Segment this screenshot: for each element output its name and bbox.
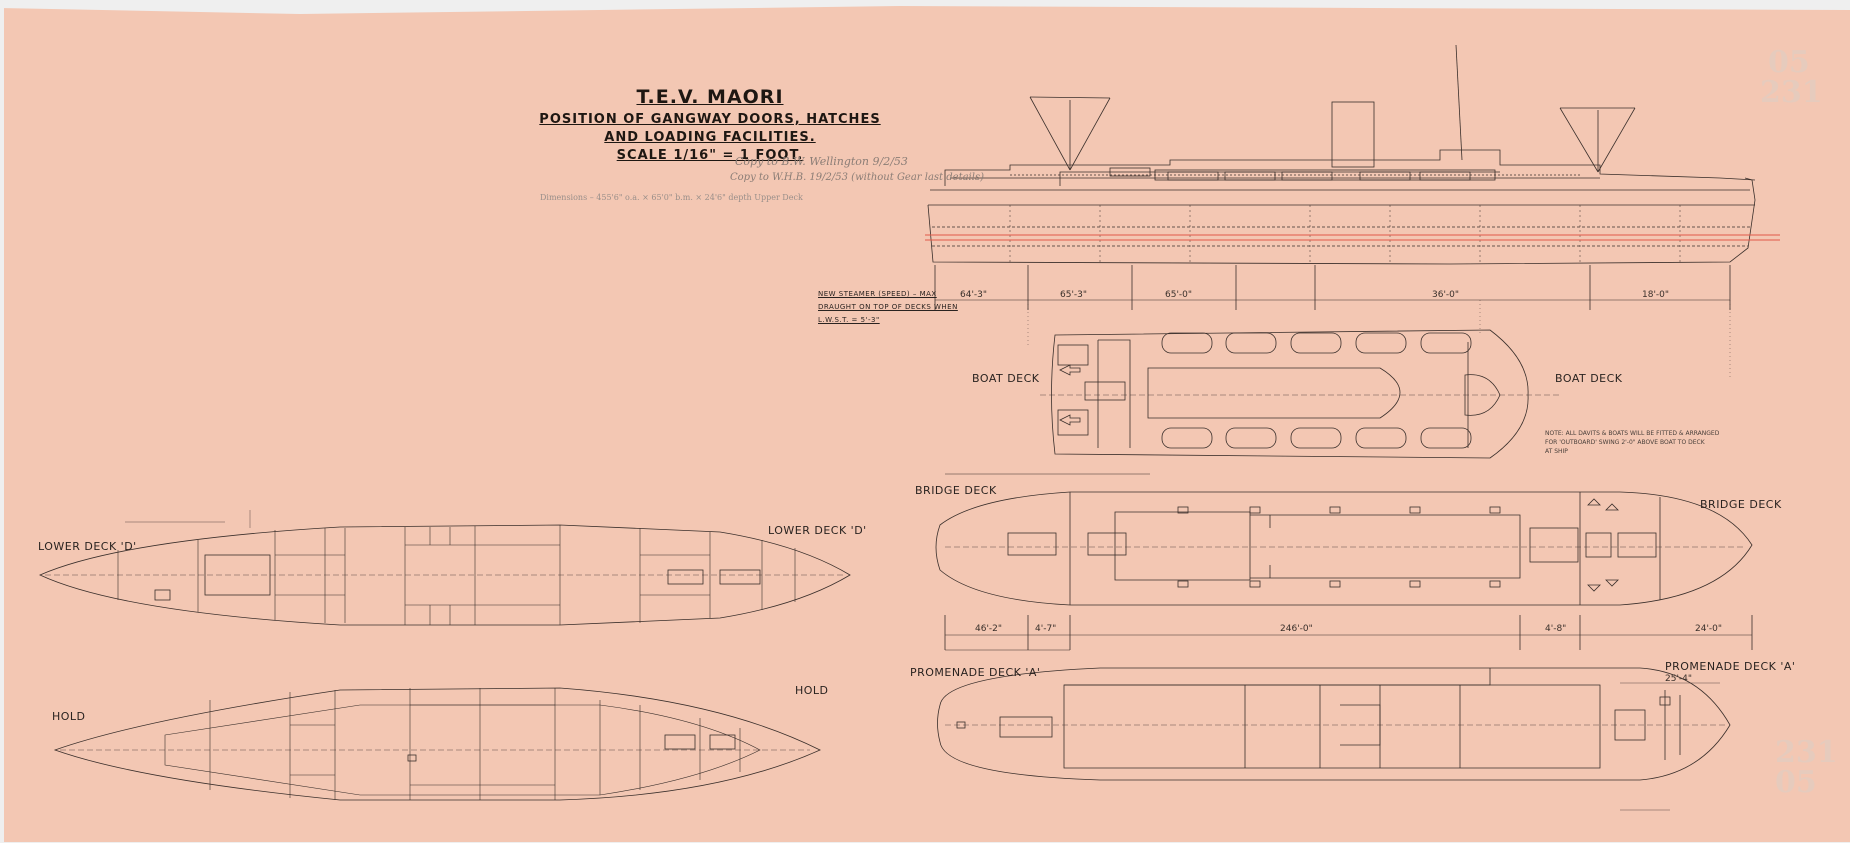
lifeboats-port — [1161, 332, 1472, 354]
drawing-scale: SCALE 1/16" = 1 FOOT. — [616, 148, 804, 163]
promenade-deck-plan — [937, 667, 1731, 811]
promenade-dim: 25'-4" — [1665, 674, 1693, 684]
pencil-note-2: Copy to W.H.B. 19/2/53 (without Gear las… — [730, 172, 984, 183]
bridge-dim-2: 4'-7" — [1035, 624, 1057, 634]
label-bridge-deck-left: BRIDGE DECK — [915, 484, 997, 497]
bridge-arrows — [1587, 498, 1619, 592]
waterline-red — [925, 234, 1780, 241]
drawing-subtitle-2: AND LOADING FACILITIES. — [604, 130, 816, 145]
label-promenade-left: PROMENADE DECK 'A' — [910, 666, 1041, 679]
lower-deck-d-plan — [39, 510, 851, 626]
bridge-deck-plan — [935, 473, 1753, 651]
bridge-dim-1: 46'-2" — [975, 624, 1003, 634]
label-boat-deck-right: BOAT DECK — [1555, 372, 1623, 385]
boat-deck-note-1: NOTE: ALL DAVITS & BOATS WILL BE FITTED … — [1545, 430, 1720, 437]
dimensions-note: Dimensions – 455'6" o.a. × 65'0" b.m. × … — [540, 193, 803, 202]
stamp-top-right-1: 05 — [1768, 45, 1810, 80]
main-mast — [1455, 44, 1463, 161]
hatch-arrows-boat — [1059, 364, 1081, 426]
bridge-dim-4: 4'-8" — [1545, 624, 1567, 634]
label-promenade-right: PROMENADE DECK 'A' — [1665, 660, 1796, 673]
paper-background — [4, 6, 1850, 842]
label-lower-deck-right: LOWER DECK 'D' — [768, 524, 867, 537]
label-boat-deck-left: BOAT DECK — [972, 372, 1040, 385]
bridge-dim-3: 246'-0" — [1280, 624, 1313, 634]
boat-deck-note-3: AT SHIP — [1545, 448, 1568, 455]
paper-top-edge — [0, 0, 1850, 14]
new-steamer-note-2: DRAUGHT ON TOP OF DECKS WHEN — [818, 303, 958, 311]
profile-dim-3: 65'-0" — [1165, 290, 1193, 300]
label-lower-deck-left: LOWER DECK 'D' — [38, 540, 137, 553]
stamp-bottom-right-2: 05 — [1775, 765, 1817, 800]
lifeboats-starboard — [1161, 427, 1472, 449]
profile-dim-5: 18'-0" — [1642, 290, 1670, 300]
label-hold-right: HOLD — [795, 684, 829, 697]
bridge-hatches — [1177, 506, 1501, 588]
profile-dim-2: 65'-3" — [1060, 290, 1088, 300]
profile-dim-1: 64'-3" — [960, 290, 988, 300]
bridge-dim-5: 24'-0" — [1695, 624, 1723, 634]
boat-deck-note-2: FOR 'OUTBOARD' SWING 2'-0" ABOVE BOAT TO… — [1545, 439, 1705, 446]
hold-plan — [53, 687, 821, 801]
new-steamer-note-3: L.W.S.T. = 5'-3" — [818, 316, 880, 324]
drawing-subtitle-1: POSITION OF GANGWAY DOORS, HATCHES — [539, 112, 881, 127]
profile-elevation — [927, 44, 1756, 380]
label-hold-left: HOLD — [52, 710, 86, 723]
funnel — [1331, 101, 1375, 168]
new-steamer-note-1: NEW STEAMER (SPEED) – MAX — [818, 290, 937, 298]
boat-deck-plan — [1040, 329, 1560, 459]
pencil-note-1: Copy to B.W. Wellington 9/2/53 — [735, 155, 908, 168]
stamp-top-right-2: 231 — [1760, 75, 1823, 110]
profile-dim-4: 36'-0" — [1432, 290, 1460, 300]
stamp-bottom-right-1: 231 — [1775, 735, 1838, 770]
drawing-title: T.E.V. MAORI — [636, 86, 784, 108]
label-bridge-deck-right: BRIDGE DECK — [1700, 498, 1782, 511]
